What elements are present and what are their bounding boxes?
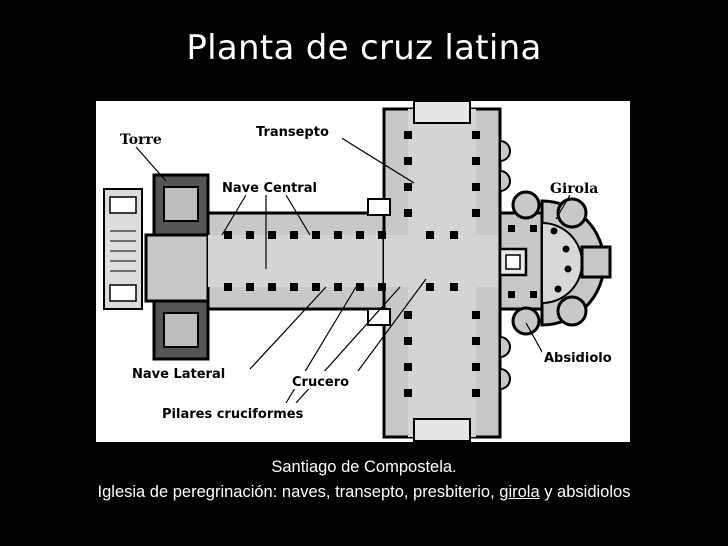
caption-line-2-suffix: y absidiolos: [539, 483, 631, 501]
chapel-ne: [556, 197, 588, 229]
chapel-se: [556, 295, 588, 327]
label-nave-lateral: Nave Lateral: [132, 367, 225, 382]
label-pilares: Pilares cruciformes: [162, 407, 304, 422]
floor-plan-svg: Torre Transepto Nave Central Girola Nave…: [103, 101, 626, 442]
transept-pillars: [404, 131, 480, 397]
caption-line-2-prefix: Iglesia de peregrinación: naves, transep…: [97, 483, 500, 501]
label-absidiolo: Absidiolo: [544, 351, 612, 366]
chapel-north: [511, 190, 541, 220]
label-crucero: Crucero: [292, 375, 349, 390]
label-torre: Torre: [120, 132, 162, 148]
chapel-axial: [580, 245, 612, 279]
chapel-south: [511, 306, 541, 336]
caption-line-1: Santiago de Compostela.: [271, 458, 457, 476]
caption-line-2: Iglesia de peregrinación: naves, transep…: [0, 483, 728, 502]
slide-title: Planta de cruz latina: [186, 28, 542, 68]
floor-plan-diagram: Torre Transepto Nave Central Girola Nave…: [96, 101, 630, 442]
plan-structure: [103, 101, 612, 442]
nave-pillars: [224, 231, 386, 291]
caption-girola-link[interactable]: girola: [499, 483, 540, 501]
label-nave-central: Nave Central: [222, 181, 317, 196]
apse-pillars: [508, 225, 572, 298]
label-girola: Girola: [550, 181, 598, 197]
label-transepto: Transepto: [256, 125, 329, 140]
